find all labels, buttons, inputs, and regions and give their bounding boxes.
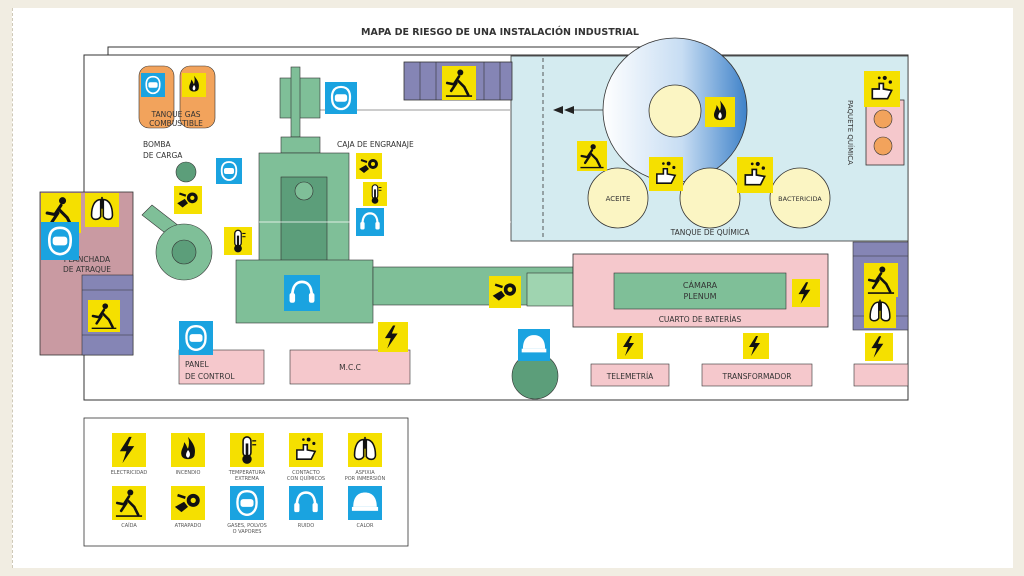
temperatura-icon: [230, 433, 264, 467]
legend-label: POR INMERSIÓN: [345, 475, 386, 482]
tanque-quimica-label: TANQUE DE QUÍMICA: [670, 228, 751, 237]
aceite-tank: [587, 167, 649, 229]
panel-control: [178, 349, 265, 385]
asfixia-icon: [348, 433, 382, 467]
legend-label: CAÍDA: [121, 522, 137, 529]
gases-icon: [141, 73, 165, 97]
asfixia-icon: [85, 193, 119, 227]
incendio-icon: [182, 73, 206, 97]
legend-label: RUIDO: [298, 523, 314, 529]
legend-label: GASES, POLVOS: [227, 523, 267, 529]
caida-icon: [864, 263, 898, 297]
caida-icon: [112, 486, 146, 520]
legend-label: CON QUÍMICOS: [287, 475, 325, 482]
atrapado-icon: [174, 186, 202, 214]
contacto-quimicos-icon: [289, 433, 323, 467]
machine-neck: [280, 136, 321, 154]
aceite-label: ACEITE: [606, 195, 631, 203]
ruido-icon: [356, 208, 384, 236]
mcc-label: M.C.C: [339, 363, 361, 372]
panel-label: PANEL: [185, 360, 210, 369]
camara-label: CÁMARA: [683, 279, 718, 290]
gearbox-port: [294, 181, 314, 201]
paquete-unit: [873, 109, 893, 129]
gases-icon: [179, 321, 213, 355]
contacto-quimicos-icon: [864, 71, 900, 107]
bactericida-tank: [769, 167, 831, 229]
gases-icon: [230, 486, 264, 520]
legend-label: TEMPERATURA: [228, 470, 266, 476]
incendio-icon: [705, 97, 735, 127]
contacto-quimicos-icon: [737, 157, 773, 193]
electricidad-icon: [617, 333, 643, 359]
telemetria-label: TELEMETRÍA: [606, 372, 654, 381]
small-box: [853, 363, 909, 387]
bomba-pump: [175, 161, 197, 183]
mcc: [289, 349, 411, 385]
paquete-quimica-label: PAQUETE QUÍMICA: [846, 100, 855, 165]
legend-label: O VAPORES: [233, 529, 262, 535]
caida-icon: [577, 141, 607, 171]
legend-label: CALOR: [357, 523, 374, 529]
gases-icon: [41, 222, 79, 260]
planchada-label: DE ATRAQUE: [63, 265, 111, 274]
planchada-label: PLANCHADA: [64, 255, 111, 264]
calor-icon: [348, 486, 382, 520]
tanque-gas-label: COMBUSTIBLE: [149, 119, 203, 128]
machine-shaft: [290, 66, 301, 138]
caida-icon: [88, 300, 120, 332]
camara-label: PLENUM: [683, 292, 716, 301]
legend-label: ATRAPADO: [175, 523, 202, 529]
transformador: [701, 363, 813, 387]
contacto-quimicos-icon: [649, 157, 683, 191]
transformador-label: TRANSFORMADOR: [722, 372, 792, 381]
tank-inner: [648, 84, 702, 138]
map-icons: [41, 66, 900, 361]
electricidad-icon: [743, 333, 769, 359]
duct-connector: [526, 272, 574, 307]
temperatura-icon: [363, 182, 387, 206]
bomba-motor-core: [171, 239, 197, 265]
ruido-icon: [284, 275, 320, 311]
paquete-unit: [873, 136, 893, 156]
diagram-title: MAPA DE RIESGO DE UNA INSTALACIÓN INDUST…: [361, 26, 639, 38]
atrapado-icon: [356, 153, 382, 179]
flow-arrow: [564, 106, 574, 114]
bomba-label: BOMBA: [143, 140, 172, 149]
electricidad-icon: [865, 333, 893, 361]
legend-label: INCENDIO: [176, 470, 201, 476]
cuarto-baterias-label: CUARTO DE BATERÍAS: [659, 315, 742, 324]
electricidad-icon: [378, 322, 408, 352]
gases-icon: [325, 82, 357, 114]
atrapado-icon: [171, 486, 205, 520]
calor-icon: [518, 329, 550, 361]
legend-label: ASFIXIA: [355, 470, 375, 476]
bactericida-label: BACTERICIDA: [778, 195, 822, 203]
flow-arrow: [553, 106, 563, 114]
ruido-icon: [289, 486, 323, 520]
bomba-label: DE CARGA: [143, 151, 183, 160]
panel-label: DE CONTROL: [185, 372, 235, 381]
legend-label: EXTREMA: [235, 476, 259, 482]
gases-icon: [216, 158, 242, 184]
incendio-icon: [171, 433, 205, 467]
electricidad-icon: [792, 279, 820, 307]
center-tank: [679, 167, 741, 229]
temperatura-icon: [224, 227, 252, 255]
camara-plenum: [613, 272, 787, 310]
legend-label: ELECTRICIDAD: [111, 470, 148, 476]
caja-label: CAJA DE ENGRANAJE: [337, 140, 414, 149]
tanque-gas-label: TANQUE GAS: [151, 110, 201, 119]
paquete-quimica: [865, 99, 905, 166]
atrapado-icon: [489, 276, 521, 308]
caida-icon: [442, 66, 476, 100]
legend-label: CONTACTO: [292, 470, 320, 476]
telemetria: [590, 363, 670, 387]
electricidad-icon: [112, 433, 146, 467]
asfixia-icon: [864, 296, 896, 328]
